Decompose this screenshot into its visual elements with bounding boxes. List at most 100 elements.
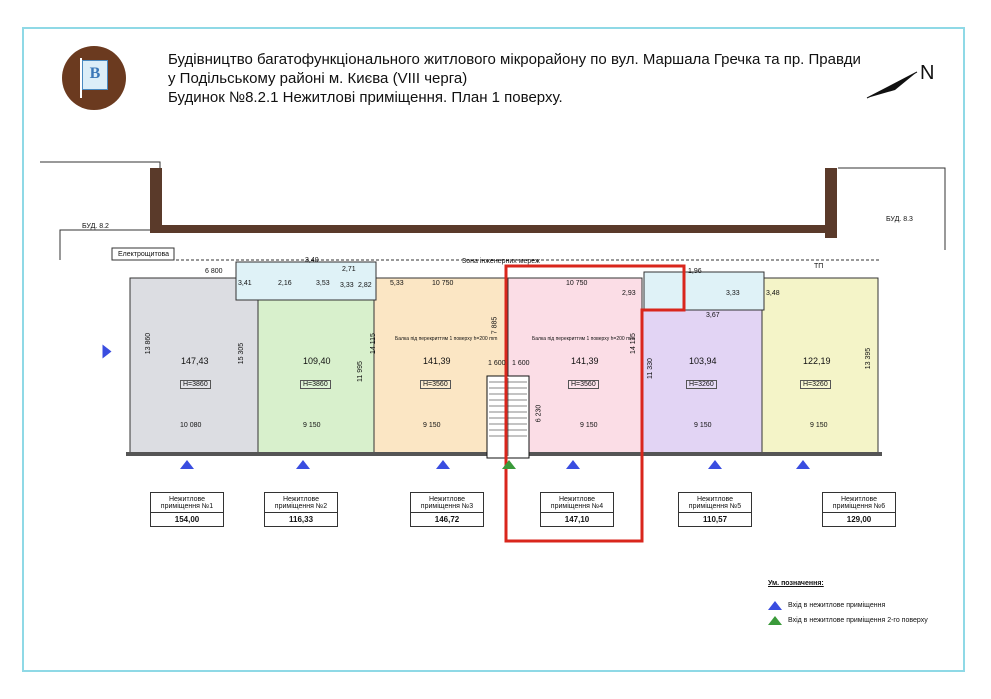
entry-icon — [708, 460, 722, 469]
premises-card-value: 129,00 — [823, 512, 895, 526]
building-label-right: БУД. 8.3 — [886, 216, 913, 223]
room-1-side-dim: 13 860 — [145, 332, 153, 355]
entry-icon — [796, 460, 810, 469]
utility-zone-label: Зона інженерних мереж — [462, 258, 540, 265]
room-5-area: 103,94 — [689, 356, 717, 366]
room-6-width: 9 150 — [810, 422, 828, 429]
room-4-area: 141,39 — [571, 356, 599, 366]
premises-card-value: 147,10 — [541, 512, 613, 526]
wc-area: 2,93 — [622, 290, 636, 297]
room-4-side-dim: 14 115 — [629, 333, 637, 354]
wc-area: 3,41 — [238, 280, 252, 287]
room-2-height: H=3860 — [300, 380, 331, 389]
wc-area: 3,67 — [706, 312, 720, 319]
wc-block — [643, 271, 765, 311]
room-4-height: H=3560 — [568, 380, 599, 389]
room-6-top-dim: 3,48 — [766, 290, 780, 297]
room-6-fill — [761, 277, 879, 455]
drawing-title: Будівництво багатофункціонального житлов… — [168, 50, 861, 107]
room-2-area: 109,40 — [303, 356, 331, 366]
wc-area: 2,71 — [342, 266, 356, 273]
dim-label: 1 600 — [512, 360, 530, 367]
premises-card-6: Нежитлове приміщення №6 129,00 — [822, 492, 896, 527]
room-3-height: H=3560 — [420, 380, 451, 389]
wc-block — [235, 261, 377, 301]
premises-card-name: Нежитлове приміщення №4 — [550, 496, 604, 510]
room-3-top-dim: 10 750 — [432, 280, 454, 287]
wc-area: 2,16 — [278, 280, 292, 287]
premises-card-name: Нежитлове приміщення №3 — [420, 496, 474, 510]
drawing-frame — [22, 27, 965, 672]
legend: Ум. позначення: Вхід в нежитлове приміще… — [768, 580, 928, 631]
room-4-top-dim: 10 750 — [566, 280, 588, 287]
wc-area: 3,33 — [726, 290, 740, 297]
building-label-left: БУД. 8.2 — [82, 223, 109, 230]
premises-card-name: Нежитлове приміщення №1 — [160, 496, 214, 510]
premises-card-2: Нежитлове приміщення №2 116,33 — [264, 492, 338, 527]
dim-label: 7 885 — [491, 316, 499, 335]
north-label: N — [920, 62, 935, 84]
room-1-fill — [129, 277, 259, 455]
room-3-area: 141,39 — [423, 356, 451, 366]
entry-upper-floor-icon — [768, 616, 782, 625]
premises-card-name: Нежитлове приміщення №5 — [688, 496, 742, 510]
legend-blue-label: Вхід в нежитлове приміщення — [788, 602, 886, 609]
title-line-1: Будівництво багатофункціонального житлов… — [168, 51, 861, 68]
room-2-side-dim: 15 305 — [238, 342, 246, 365]
premises-card-1: Нежитлове приміщення №1 154,00 — [150, 492, 224, 527]
room-3-width: 9 150 — [423, 422, 441, 429]
entry-icon — [102, 344, 112, 359]
premises-card-value: 116,33 — [265, 512, 337, 526]
wc-area: 5,33 — [390, 280, 404, 287]
room-2-fill — [257, 299, 375, 455]
electrical-room-label: Електрощитова — [118, 251, 170, 258]
entry-icon — [436, 460, 450, 469]
premises-card-3: Нежитлове приміщення №3 146,72 — [410, 492, 484, 527]
entry-icon — [566, 460, 580, 469]
dim-label: 1 600 — [488, 360, 506, 367]
premises-card-5: Нежитлове приміщення №5 110,57 — [678, 492, 752, 527]
room-6-side-dim: 13 395 — [865, 347, 873, 370]
room-1-width: 10 080 — [180, 422, 202, 429]
north-arrow-icon — [866, 71, 918, 99]
premises-card-value: 146,72 — [411, 512, 483, 526]
rooms-layer — [126, 261, 882, 456]
premises-card-4: Нежитлове приміщення №4 147,10 — [540, 492, 614, 527]
wc-area: 3,53 — [316, 280, 330, 287]
room-1-top-dim: 6 800 — [205, 268, 223, 275]
room-3-side-dim: 14 115 — [369, 333, 377, 354]
entry-icon — [768, 601, 782, 610]
room-6-area: 122,19 — [803, 356, 831, 366]
tp-label: ТП — [814, 263, 824, 270]
entry-upper-floor-icon — [502, 460, 516, 469]
room-2-top-dim: 3,40 — [305, 257, 319, 264]
wc-area: 3,33 — [340, 282, 354, 289]
dim-label: 11 995 — [356, 361, 364, 382]
premises-card-value: 110,57 — [679, 512, 751, 526]
room-2-width: 9 150 — [303, 422, 321, 429]
dim-label: 6 230 — [535, 404, 543, 423]
premises-card-name: Нежитлове приміщення №6 — [832, 496, 886, 510]
wc-area: 2,82 — [358, 282, 372, 289]
title-line-2: у Подільському районі м. Києва (VIII чер… — [168, 70, 468, 87]
beam-label-4: Балка під перекриттям 1 поверху h=200 mm — [532, 336, 635, 342]
room-6-height: H=3260 — [800, 380, 831, 389]
room-5-fill — [641, 309, 763, 455]
title-line-3: Будинок №8.2.1 Нежитлові приміщення. Пла… — [168, 89, 563, 106]
room-5-side-dim: 11 330 — [646, 358, 654, 379]
premises-card-name: Нежитлове приміщення №2 — [274, 496, 328, 510]
room-5-width: 9 150 — [694, 422, 712, 429]
room-3-fill — [373, 277, 509, 455]
entry-icon — [180, 460, 194, 469]
room-4-fill — [507, 277, 643, 455]
room-1-height: H=3860 — [180, 380, 211, 389]
company-logo: B — [62, 46, 126, 110]
legend-green-label: Вхід в нежитлове приміщення 2-го поверху — [788, 617, 928, 624]
premises-card-value: 154,00 — [151, 512, 223, 526]
beam-label-3: Балка під перекриттям 1 поверху h=200 mm — [395, 336, 498, 342]
entry-icon — [296, 460, 310, 469]
room-4-width: 9 150 — [580, 422, 598, 429]
room-5-top-dim: 1,96 — [688, 268, 702, 275]
legend-title: Ум. позначення: — [768, 580, 824, 587]
